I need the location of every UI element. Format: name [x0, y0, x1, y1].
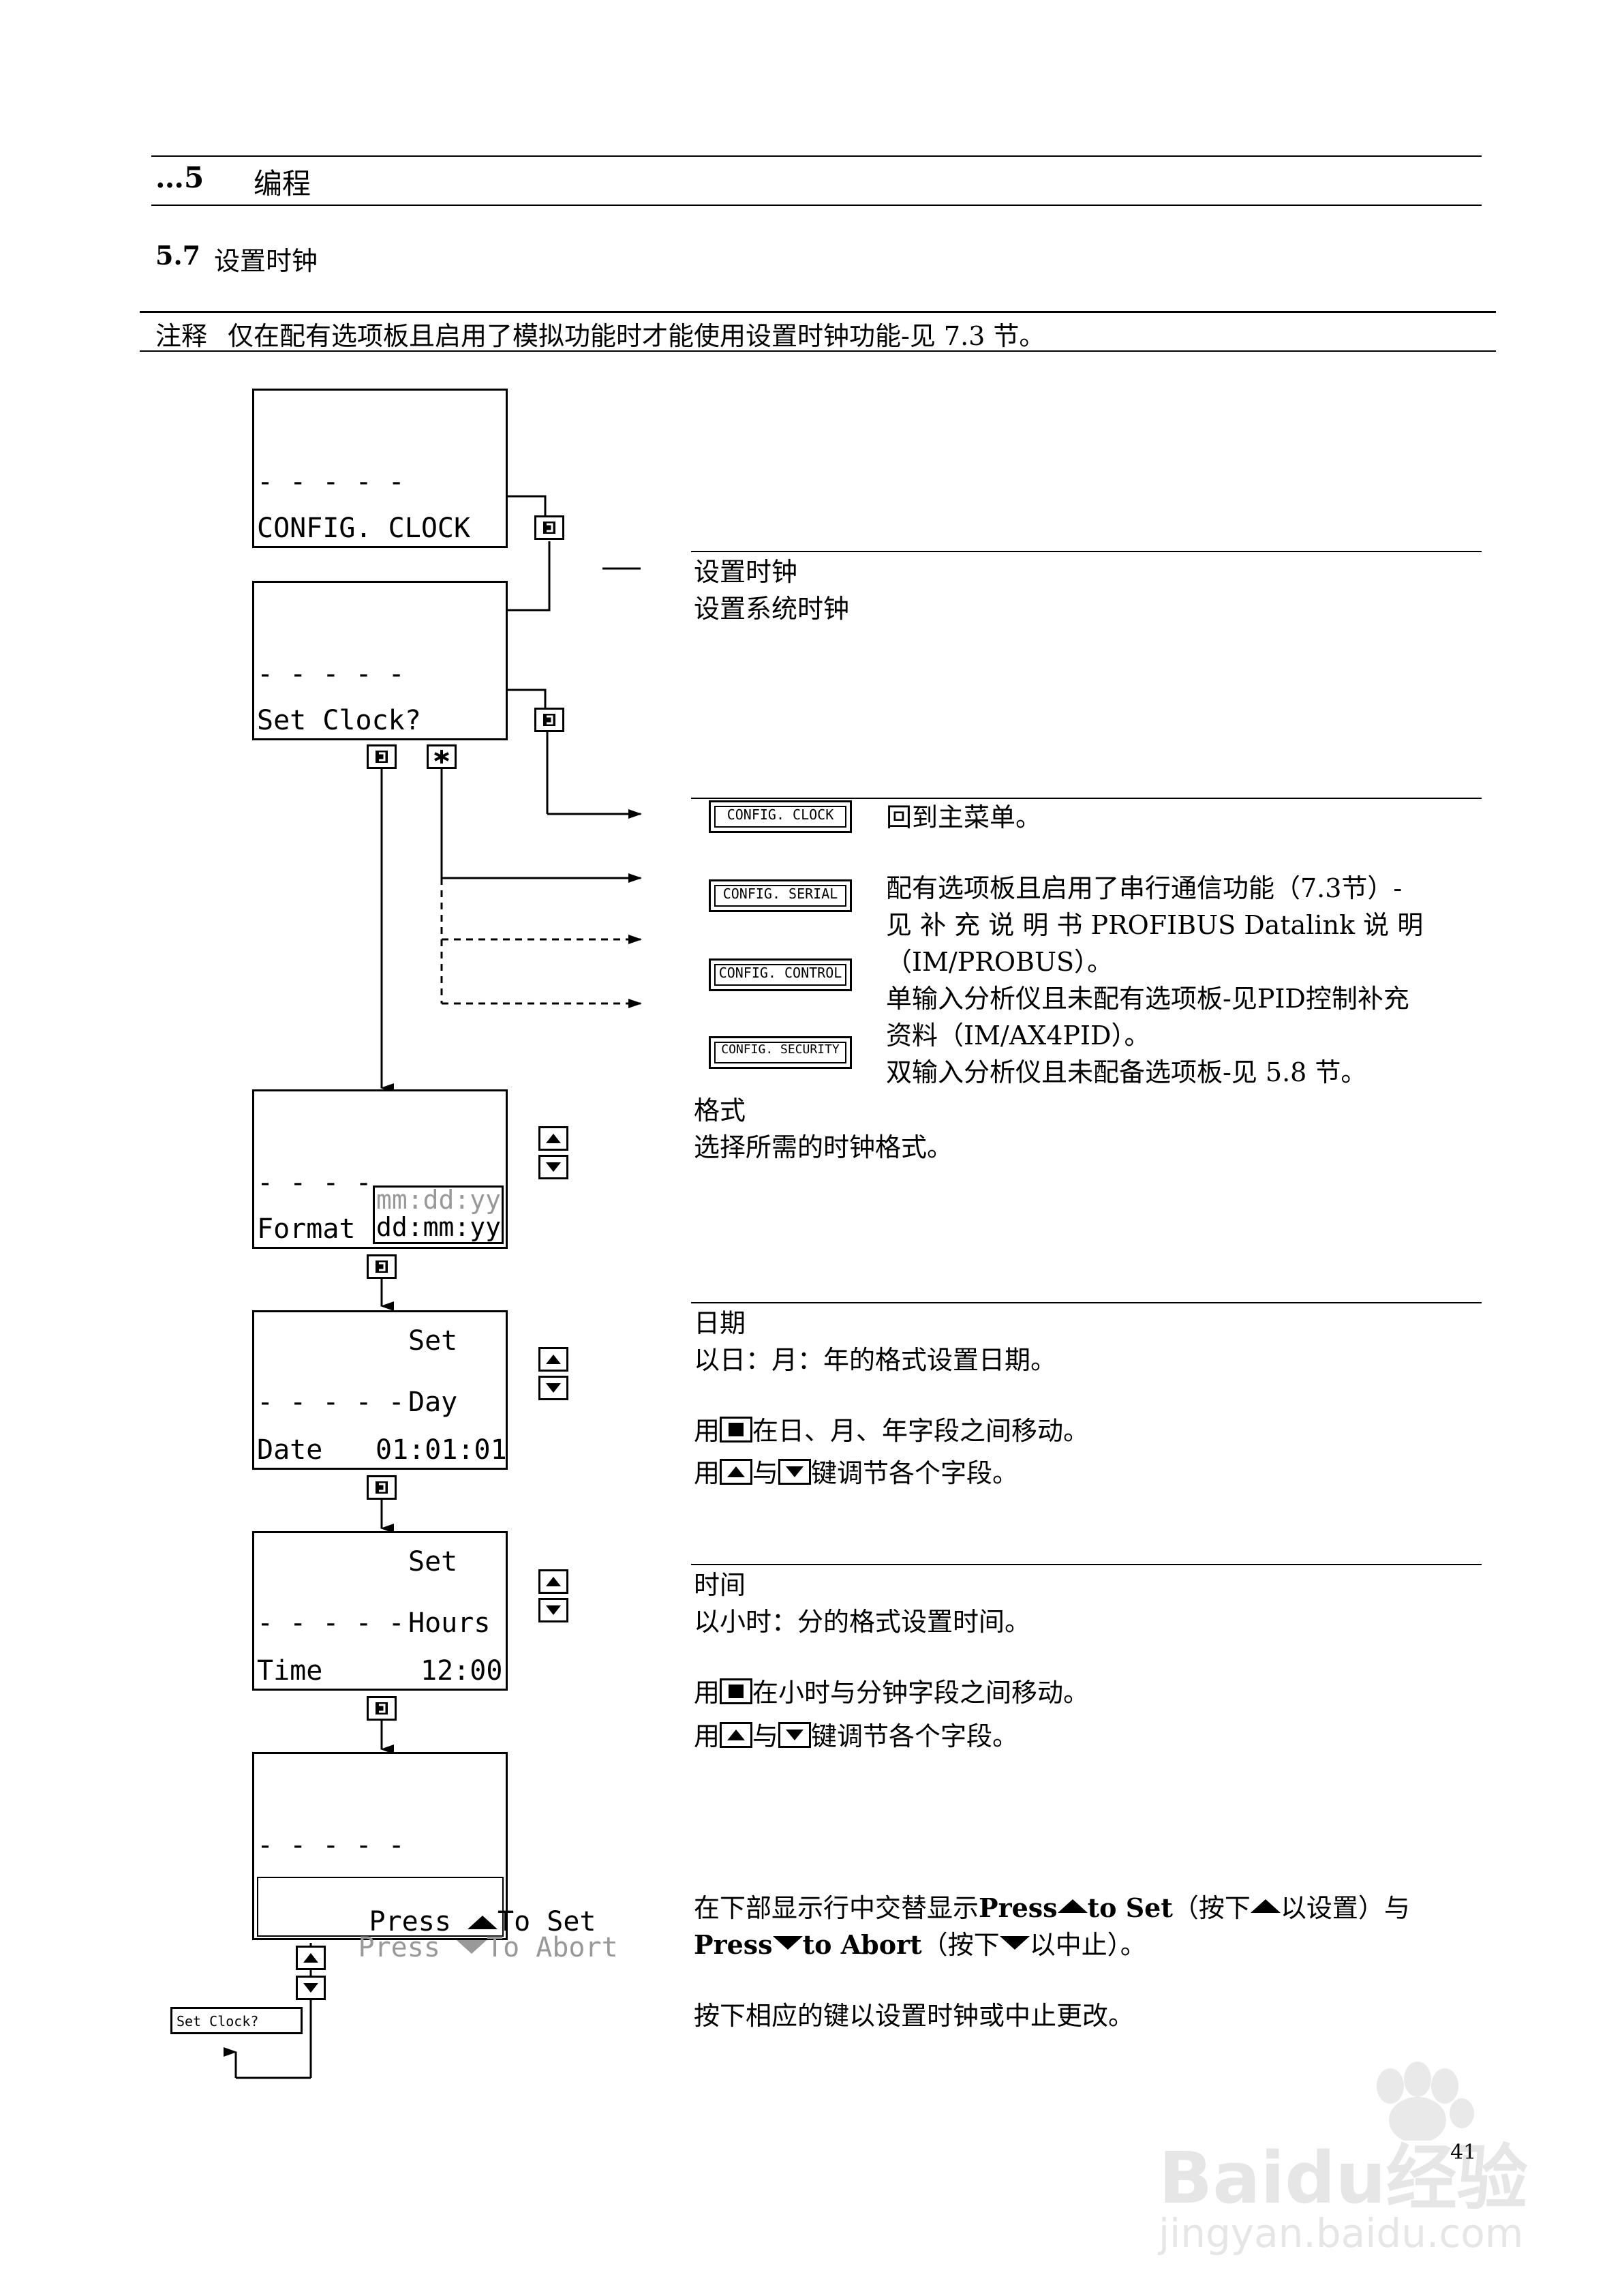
display-dashes: - - - - - [257, 466, 405, 498]
display-time-value: 12:00 [420, 1655, 503, 1687]
enter-key-icon [367, 1696, 397, 1721]
down-key-icon [538, 1376, 568, 1400]
display-dashes: - - - - [257, 1167, 372, 1198]
display-config-clock: - - - - - CONFIG. CLOCK [252, 389, 508, 548]
enter-key-icon [367, 1475, 397, 1500]
page-number: 41 [1450, 2141, 1477, 2164]
paw-logo-icon [1377, 2061, 1474, 2141]
display-dashes: - - - - - [257, 1607, 405, 1639]
down-key-icon [778, 1459, 812, 1485]
up-triangle-icon [468, 1916, 498, 1929]
display-line: Set Clock? [257, 705, 421, 736]
confirm-press-abort: Press To Abort [358, 1932, 618, 1963]
up-key-icon [720, 1459, 753, 1485]
display-time-label: Time [257, 1655, 323, 1687]
enter-key-icon [534, 515, 564, 540]
down-key-icon [538, 1155, 568, 1179]
display-set: Set [408, 1546, 458, 1577]
tag-set-clock-small: Set Clock? [170, 2007, 303, 2034]
up-key-icon [720, 1722, 753, 1748]
enter-key-icon [720, 1417, 753, 1442]
display-dashes: - - - - - [257, 1830, 405, 1861]
display-format-label: Format [257, 1213, 356, 1245]
time-desc: 以小时：分的格式设置时间。 [694, 1607, 1031, 1637]
down-key-icon [538, 1598, 568, 1622]
enter-key-icon [367, 1254, 397, 1279]
pid-text-1: 单输入分析仪且未配有选项板-见PID控制补充 [886, 984, 1409, 1014]
time-title: 时间 [694, 1570, 746, 1600]
tag-config-serial: CONFIG. SERIAL [709, 879, 852, 912]
display-format: - - - - Format mm:dd:yy dd:mm:yy [252, 1089, 508, 1249]
up-triangle-icon [1250, 1899, 1281, 1913]
up-triangle-icon [1057, 1899, 1088, 1913]
watermark-logo: Baidu经验 [1159, 2136, 1528, 2220]
confirm-option-box: Press To Set Press To Abort [257, 1877, 618, 1963]
display-time: Set - - - - - Hours Time 12:00 [252, 1531, 508, 1691]
date-adjust-text: 用与键调节各个字段。 [694, 1458, 1019, 1488]
set-clock-desc: 设置系统时钟 [694, 594, 850, 624]
section-title: 编程 [254, 167, 311, 200]
baidu-watermark: Baidu经验 jingyan.baidu.com [1159, 2059, 1540, 2263]
tag-config-security: CONFIG. SECURITY [709, 1036, 852, 1069]
tag-config-control: CONFIG. CONTROL [709, 958, 852, 991]
pid-text-2: 资料（IM/AX4PID）。 [886, 1021, 1150, 1051]
down-triangle-icon [772, 1936, 803, 1950]
display-date: Set - - - - - Day Date 01:01:01 [252, 1310, 508, 1470]
enter-key-icon [720, 1678, 753, 1704]
star-key-icon [427, 744, 457, 769]
down-key-icon [778, 1722, 812, 1748]
enter-key-icon [534, 708, 564, 732]
display-date-label: Date [257, 1434, 323, 1466]
display-dashes: - - - - - [257, 1387, 405, 1418]
display-field: Hours [408, 1607, 491, 1639]
display-line: CONFIG. CLOCK [257, 513, 471, 544]
format-option-box: mm:dd:yy dd:mm:yy [373, 1185, 504, 1244]
down-triangle-icon [999, 1936, 1030, 1950]
return-main-text: 回到主菜单。 [886, 802, 1042, 832]
display-confirm: - - - - - Press To Set Press To Abort [252, 1752, 618, 1963]
format-option-mmddyy: mm:dd:yy [376, 1185, 502, 1215]
format-title: 格式 [694, 1096, 746, 1126]
time-move-text: 用在小时与分钟字段之间移动。 [694, 1678, 1090, 1708]
down-triangle-icon [457, 1940, 487, 1954]
time-adjust-text: 用与键调节各个字段。 [694, 1721, 1019, 1751]
enter-key-icon [367, 744, 397, 769]
up-key-icon [538, 1347, 568, 1372]
display-set-clock: - - - - - Set Clock? [252, 581, 508, 740]
down-key-icon [296, 1976, 326, 2000]
dual-text: 双输入分析仪且未配备选项板-见 5.8 节。 [886, 1057, 1367, 1087]
section-number: …5 [155, 161, 204, 194]
confirm-press-set: Press To Set [369, 1906, 596, 1937]
date-title: 日期 [694, 1308, 746, 1338]
serial-text-2: 见 补 充 说 明 书 PROFIBUS Datalink 说 明 [886, 910, 1424, 940]
watermark-url: jingyan.baidu.com [1159, 2210, 1524, 2256]
date-move-text: 用在日、月、年字段之间移动。 [694, 1416, 1090, 1446]
note-label: 注释 [155, 321, 208, 351]
subsection-title: 设置时钟 [214, 246, 318, 276]
tag-config-clock: CONFIG. CLOCK [709, 800, 852, 833]
display-dashes: - - - - - [257, 659, 405, 690]
set-clock-title: 设置时钟 [694, 557, 798, 587]
final-text: 按下相应的键以设置时钟或中止更改。 [694, 2001, 1135, 2031]
format-option-ddmmyy: dd:mm:yy [376, 1212, 502, 1242]
display-date-value: 01:01:01 [376, 1434, 507, 1466]
serial-text-1: 配有选项板且启用了串行通信功能（7.3节）- [886, 873, 1403, 903]
up-key-icon [538, 1126, 568, 1151]
format-desc: 选择所需的时钟格式。 [694, 1132, 953, 1162]
serial-text-3: （IM/PROBUS）。 [886, 947, 1114, 977]
note-text: 仅在配有选项板且启用了模拟功能时才能使用设置时钟功能-见 7.3 节。 [228, 321, 1045, 351]
up-key-icon [538, 1569, 568, 1594]
display-field: Day [408, 1387, 458, 1418]
date-desc: 以日：月：年的格式设置日期。 [694, 1345, 1057, 1375]
subsection-number: 5.7 [155, 240, 201, 271]
up-key-icon [296, 1946, 326, 1970]
display-set: Set [408, 1325, 458, 1357]
